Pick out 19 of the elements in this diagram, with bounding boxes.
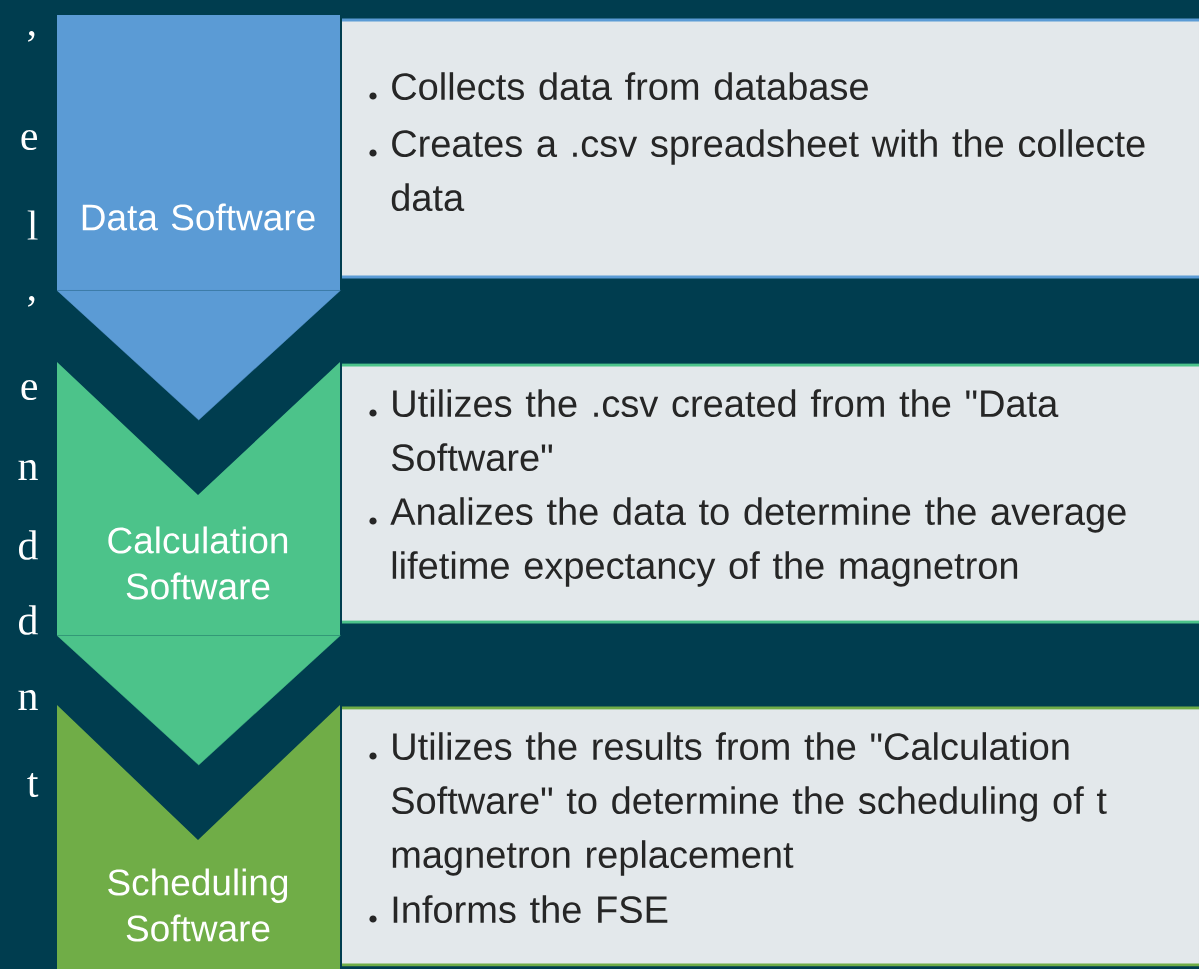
chevron-tip [56, 290, 341, 421]
text-fragment: ’ [28, 296, 35, 307]
text-box [342, 363, 1199, 624]
text-box [342, 706, 1199, 967]
bullet-text: Utilizes the .csv created from the "Data Software" [391, 389, 1059, 472]
node-label: Calculation Software [108, 526, 288, 600]
text-fragment: e [21, 379, 37, 401]
bullet-text: Creates a .csv spreadsheet with the collecte data [391, 129, 1145, 212]
chevron-tip [56, 635, 341, 766]
text-fragment: n [18, 690, 38, 710]
bullet-text: Analizes the data to determine the average lifetime expectancy of the magnetron [390, 497, 1126, 587]
node-label: Data Software [82, 203, 315, 231]
bullet-text: Collects data from database [392, 72, 868, 101]
bullet-text: Utilizes the results from the "Calculation Software" to determine the scheduling of t magnetron replacement [391, 732, 1107, 876]
text-fragment: d [19, 605, 38, 635]
chevron: Scheduling Software [57, 705, 340, 969]
text-fragment: l [27, 210, 38, 240]
text-box [342, 18, 1199, 279]
bullet-text: Informs the FSE [393, 895, 668, 924]
